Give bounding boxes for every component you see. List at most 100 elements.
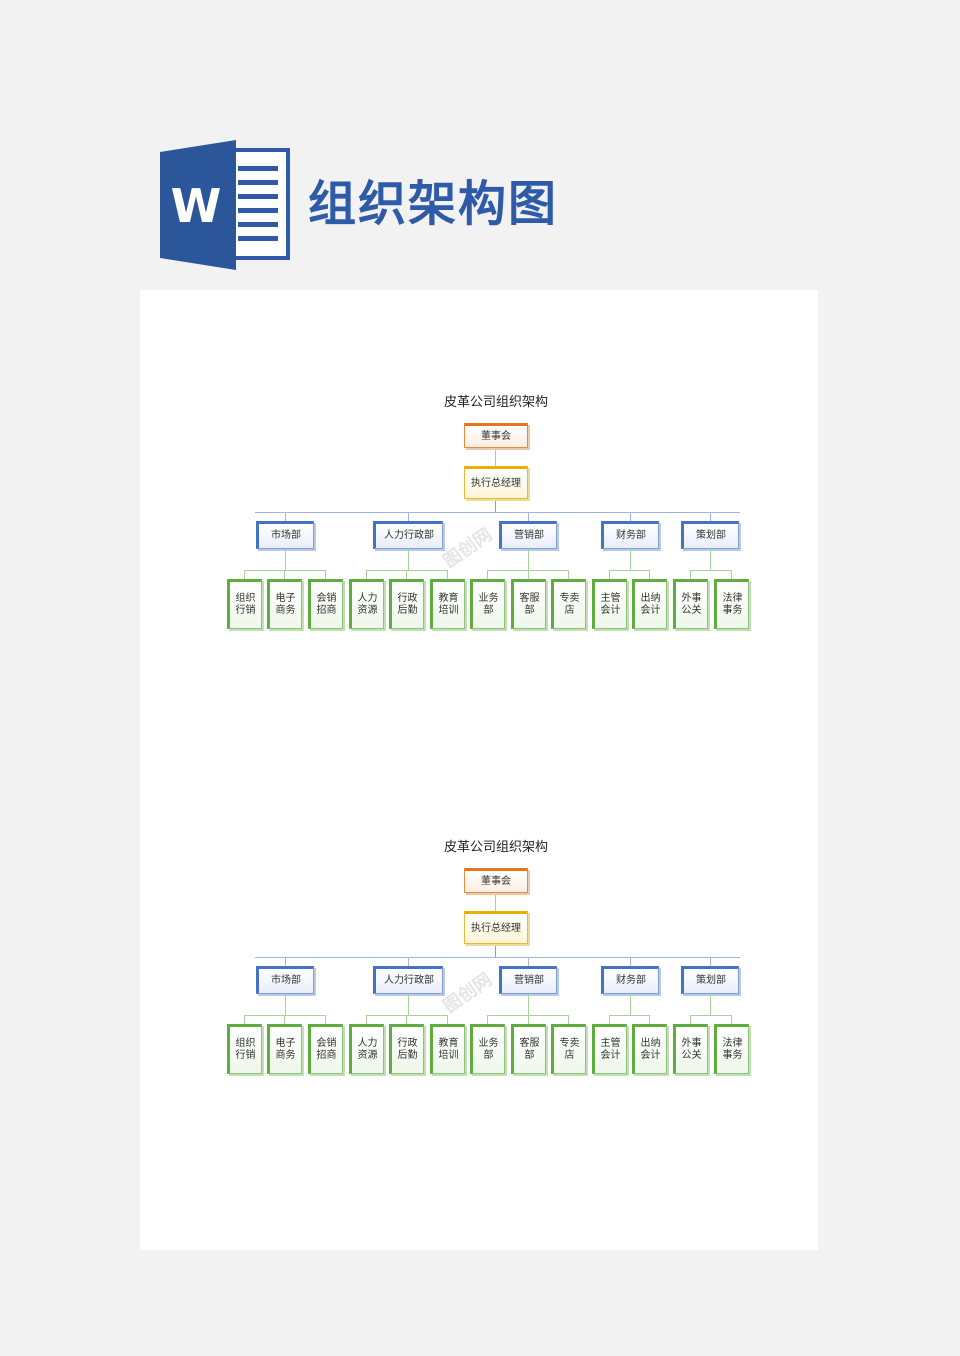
connector-line <box>710 549 711 570</box>
team-node: 人力资源 <box>349 579 384 629</box>
connector-line <box>325 570 326 579</box>
department-node: 财务部 <box>601 521 659 549</box>
team-node: 会销招商 <box>308 1024 343 1074</box>
team-node: 行政后勤 <box>389 1024 424 1074</box>
connector-line <box>710 512 711 521</box>
connector-line <box>285 994 286 1015</box>
connector-line <box>408 994 409 1015</box>
team-node: 业务部 <box>470 1024 505 1074</box>
connector-line <box>568 1015 569 1024</box>
team-node: 法律事务 <box>714 579 749 629</box>
team-node: 教育培训 <box>430 579 465 629</box>
team-node: 业务部 <box>470 579 505 629</box>
board-node: 董事会 <box>464 868 528 893</box>
connector-line <box>690 570 691 579</box>
team-node: 组织行销 <box>227 579 262 629</box>
connector-line <box>244 1015 326 1016</box>
team-node: 专卖店 <box>551 579 586 629</box>
connector-line <box>731 1015 732 1024</box>
connector-line <box>244 570 326 571</box>
connector-line <box>731 570 732 579</box>
watermark: 图创网 <box>439 524 497 573</box>
connector-line <box>495 944 496 957</box>
connector-line <box>487 1015 488 1024</box>
connector-line <box>690 570 732 571</box>
connector-line <box>447 570 448 579</box>
connector-line <box>649 1015 650 1024</box>
team-node: 主管会计 <box>592 579 627 629</box>
connector-line <box>568 570 569 579</box>
chart-title: 皮革公司组织架构 <box>443 395 548 410</box>
team-node: 行政后勤 <box>389 579 424 629</box>
connector-line <box>649 570 650 579</box>
connector-line <box>609 1015 650 1016</box>
connector-line <box>284 1015 285 1024</box>
team-node: 会销招商 <box>308 579 343 629</box>
connector-line <box>495 448 496 466</box>
connector-line <box>408 549 409 570</box>
watermark: 图创网 <box>439 969 497 1018</box>
connector-line <box>690 1015 691 1024</box>
connector-line <box>630 512 631 521</box>
connector-line <box>528 1015 529 1024</box>
page-title: 组织架构图 <box>308 176 559 232</box>
team-node: 人力资源 <box>349 1024 384 1074</box>
department-node: 营销部 <box>499 966 557 994</box>
connector-line <box>630 957 631 966</box>
connector-line <box>408 957 409 966</box>
team-node: 客服部 <box>511 579 546 629</box>
connector-line <box>690 1015 732 1016</box>
connector-line <box>609 570 650 571</box>
connector-line <box>406 570 407 579</box>
connector-line <box>447 1015 448 1024</box>
org-chart: 皮革公司组织架构董事会执行总经理市场部人力行政部营销部财务部策划部组织行销电子商… <box>140 839 818 1099</box>
connector-line <box>609 1015 610 1024</box>
word-logo-icon: W <box>160 140 290 270</box>
connector-line <box>630 549 631 570</box>
team-node: 客服部 <box>511 1024 546 1074</box>
team-node: 教育培训 <box>430 1024 465 1074</box>
org-chart: 皮革公司组织架构董事会执行总经理市场部人力行政部营销部财务部策划部组织行销电子商… <box>140 394 818 654</box>
connector-line <box>366 1015 367 1024</box>
connector-line <box>495 893 496 911</box>
team-node: 外事公关 <box>673 579 708 629</box>
connector-line <box>285 549 286 570</box>
department-node: 人力行政部 <box>373 966 443 994</box>
connector-line <box>244 570 245 579</box>
connector-line <box>609 570 610 579</box>
department-node: 市场部 <box>256 521 314 549</box>
team-node: 电子商务 <box>267 579 302 629</box>
board-node: 董事会 <box>464 423 528 448</box>
connector-line <box>284 570 285 579</box>
connector-line <box>495 499 496 512</box>
connector-line <box>285 957 286 966</box>
team-node: 主管会计 <box>592 1024 627 1074</box>
document-page: 皮革公司组织架构董事会执行总经理市场部人力行政部营销部财务部策划部组织行销电子商… <box>140 290 818 1250</box>
team-node: 法律事务 <box>714 1024 749 1074</box>
department-node: 营销部 <box>499 521 557 549</box>
logo-letter: W <box>171 179 222 233</box>
connector-line <box>366 570 448 571</box>
team-node: 出纳会计 <box>632 579 667 629</box>
department-node: 市场部 <box>256 966 314 994</box>
connector-line <box>630 994 631 1015</box>
connector-line <box>528 512 529 521</box>
department-node: 策划部 <box>681 966 739 994</box>
team-node: 电子商务 <box>267 1024 302 1074</box>
connector-line <box>406 1015 407 1024</box>
department-node: 财务部 <box>601 966 659 994</box>
connector-line <box>366 1015 448 1016</box>
team-node: 外事公关 <box>673 1024 708 1074</box>
connector-line <box>710 957 711 966</box>
department-node: 人力行政部 <box>373 521 443 549</box>
team-node: 出纳会计 <box>632 1024 667 1074</box>
connector-line <box>528 994 529 1015</box>
connector-line <box>255 957 740 958</box>
connector-line <box>528 957 529 966</box>
connector-line <box>255 512 740 513</box>
chart-title: 皮革公司组织架构 <box>443 840 548 855</box>
connector-line <box>366 570 367 579</box>
connector-line <box>528 549 529 570</box>
connector-line <box>244 1015 245 1024</box>
connector-line <box>528 570 529 579</box>
